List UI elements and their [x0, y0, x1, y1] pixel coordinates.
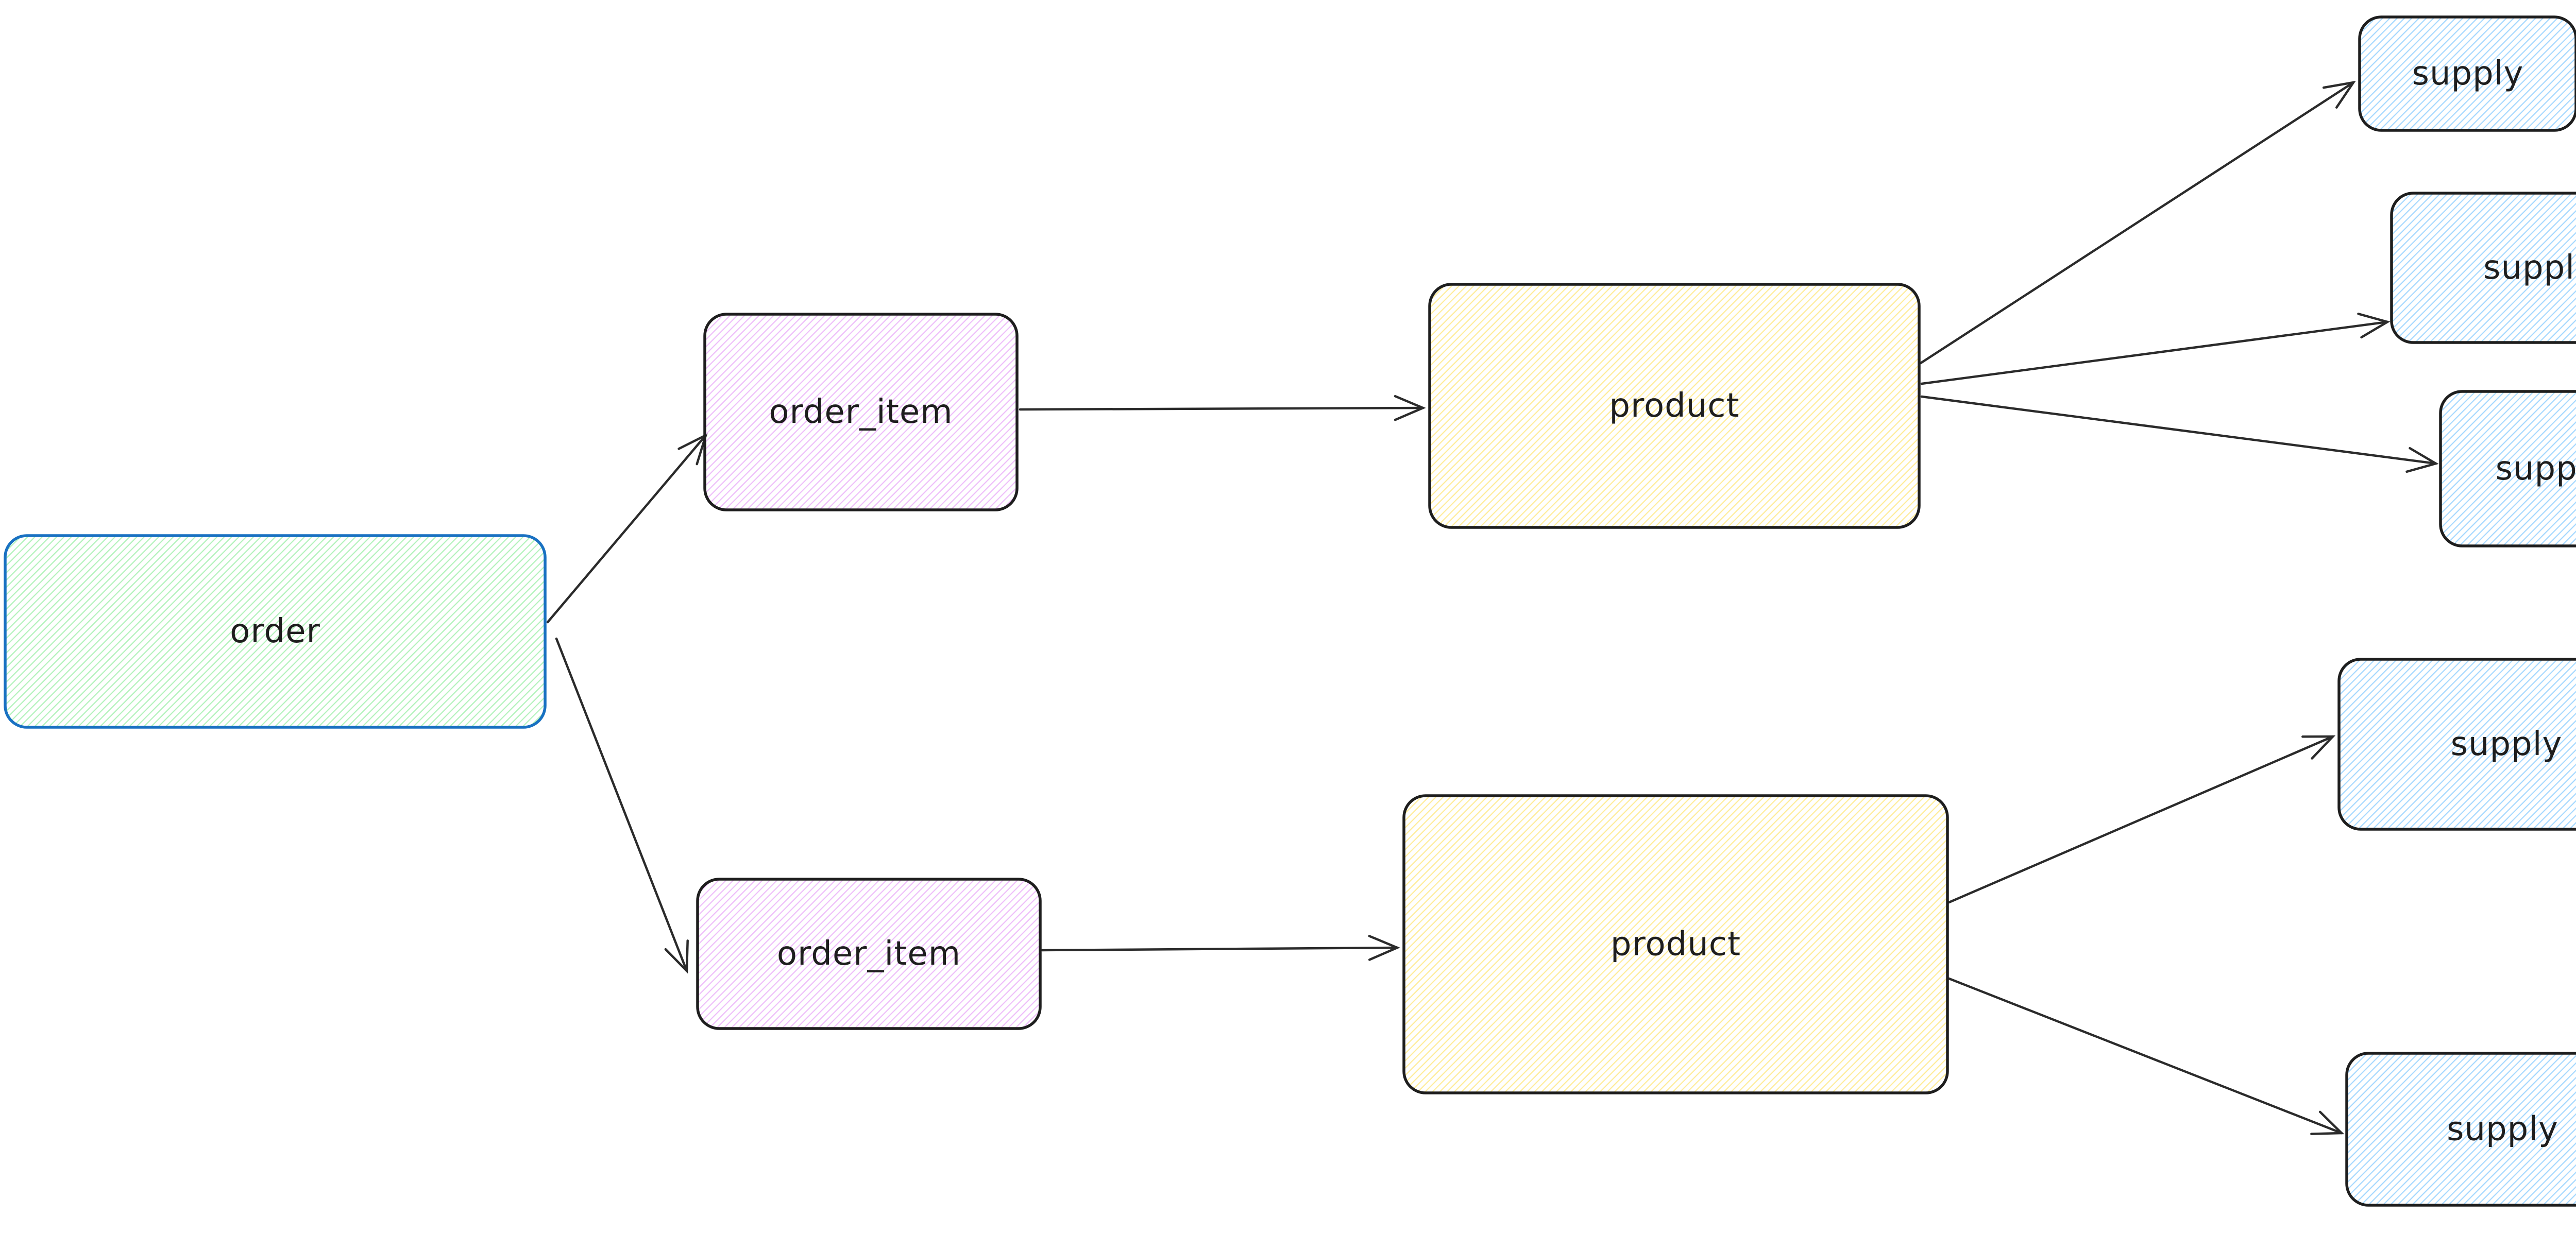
- node-supply-1[interactable]: supply: [2358, 15, 2576, 132]
- node-supply-2[interactable]: supply: [2390, 192, 2576, 344]
- node-box-order[interactable]: [4, 534, 547, 729]
- node-product-top[interactable]: product: [1428, 283, 1921, 529]
- node-label-order-item-top: order_item: [769, 393, 953, 431]
- node-order[interactable]: order: [4, 534, 547, 729]
- arrow-product-bottom-to-supply-4[interactable]: [1947, 735, 2336, 904]
- arrow-product-top-to-supply-2[interactable]: [1920, 313, 2391, 385]
- arrow-product-top-to-supply-1[interactable]: [1919, 80, 2356, 365]
- node-product-bottom[interactable]: product: [1402, 794, 1949, 1094]
- node-supply-4[interactable]: supply: [2337, 658, 2576, 831]
- edges-layer: [546, 80, 2439, 1135]
- node-label-supply-5: supply: [2447, 1110, 2558, 1149]
- arrow-order-item-top-to-product-top[interactable]: [1019, 395, 1426, 421]
- node-order-item-bottom[interactable]: order_item: [696, 878, 1042, 1030]
- node-label-supply-4: supply: [2451, 725, 2563, 763]
- arrow-product-top-to-supply-3[interactable]: [1920, 395, 2439, 473]
- node-supply-5[interactable]: supply: [2345, 1052, 2576, 1207]
- node-box-order-item-top[interactable]: [703, 313, 1019, 511]
- node-label-supply-2: supply: [2483, 249, 2576, 287]
- node-order-item-top[interactable]: order_item: [703, 313, 1019, 511]
- node-label-order-item-bottom: order_item: [777, 935, 961, 973]
- arrow-product-bottom-to-supply-5[interactable]: [1947, 977, 2345, 1135]
- node-box-supply-3[interactable]: [2439, 390, 2576, 547]
- node-box-supply-5[interactable]: [2345, 1052, 2576, 1207]
- node-label-supply-1: supply: [2412, 55, 2524, 93]
- node-box-order-item-bottom[interactable]: [696, 878, 1042, 1030]
- node-supply-3[interactable]: supply: [2439, 390, 2576, 547]
- node-label-product-top: product: [1609, 387, 1739, 425]
- node-label-product-bottom: product: [1611, 926, 1741, 964]
- node-box-product-bottom[interactable]: [1402, 794, 1949, 1094]
- node-box-supply-4[interactable]: [2337, 658, 2576, 831]
- node-label-supply-3: supply: [2496, 450, 2576, 488]
- arrow-order-to-order-item-top[interactable]: [546, 433, 708, 624]
- node-box-product-top[interactable]: [1428, 283, 1921, 529]
- arrow-order-to-order-item-bottom[interactable]: [555, 637, 689, 974]
- node-box-supply-2[interactable]: [2390, 192, 2576, 344]
- nodes-layer: orderorder_itemorder_itemproductproducts…: [4, 15, 2576, 1207]
- node-box-supply-1[interactable]: [2358, 15, 2576, 132]
- arrow-order-item-bottom-to-product-bottom[interactable]: [1041, 935, 1400, 961]
- node-label-order: order: [230, 612, 320, 650]
